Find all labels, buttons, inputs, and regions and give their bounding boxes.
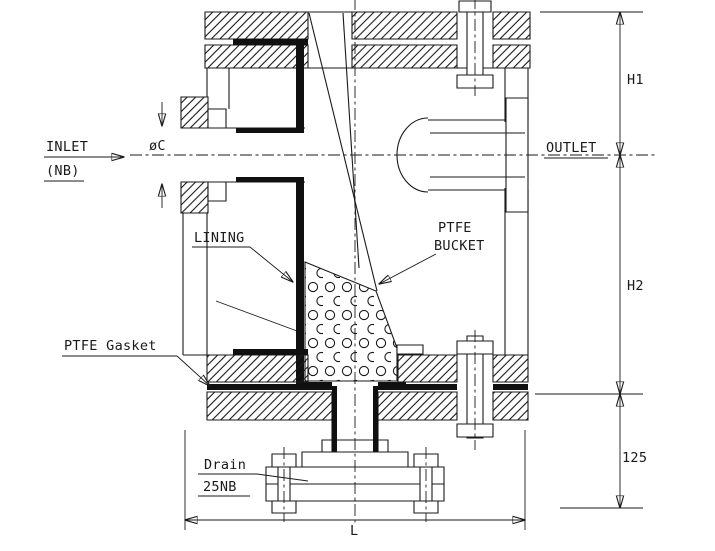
- bucket-perforated-area: [305, 262, 397, 381]
- gasket-label: PTFE Gasket: [64, 338, 157, 354]
- bucket-support-ring: [397, 345, 423, 354]
- lining-leader: [250, 247, 293, 282]
- vessel-shell: [183, 68, 528, 355]
- drain-size-label: 25NB: [203, 479, 237, 495]
- inlet-label: INLET: [46, 139, 88, 155]
- top-gasket-strip: [233, 39, 308, 45]
- bucket-label-line2: BUCKET: [434, 238, 485, 254]
- ptfe-gasket-strip: [207, 384, 306, 390]
- dimensions: H1 H2 125 L øC: [149, 12, 647, 539]
- centerlines: [130, 0, 655, 523]
- drain-leader: [257, 474, 308, 481]
- top-flange: [205, 12, 530, 68]
- dim-125-label: 125: [622, 450, 647, 466]
- bucket-label-line1: PTFE: [438, 220, 472, 236]
- bottom-flange: [207, 349, 528, 420]
- dim-h2-label: H2: [627, 278, 644, 294]
- side-bolt: [457, 336, 493, 438]
- inlet-nozzle: [181, 97, 305, 213]
- bore-diameter-label: øC: [149, 138, 166, 154]
- dim-l-label: L: [350, 523, 358, 539]
- bucket-leader: [379, 254, 436, 284]
- bucket-cone-edge-right: [343, 13, 359, 268]
- lining-leader-2: [216, 301, 297, 331]
- annotations: INLET (NB) OUTLET LINING PTFE BUCKET PTF…: [44, 139, 608, 496]
- dim-h1-label: H1: [627, 72, 644, 88]
- bucket-cone-edge-left: [309, 13, 377, 291]
- outlet-label: OUTLET: [546, 140, 597, 156]
- inlet-flange-lower: [181, 182, 208, 213]
- inlet-flange-upper: [181, 97, 208, 128]
- drain-label: Drain: [204, 457, 246, 473]
- lining-label: LINING: [194, 230, 245, 246]
- inlet-size-label: (NB): [46, 163, 80, 179]
- gasket-leader: [177, 356, 210, 386]
